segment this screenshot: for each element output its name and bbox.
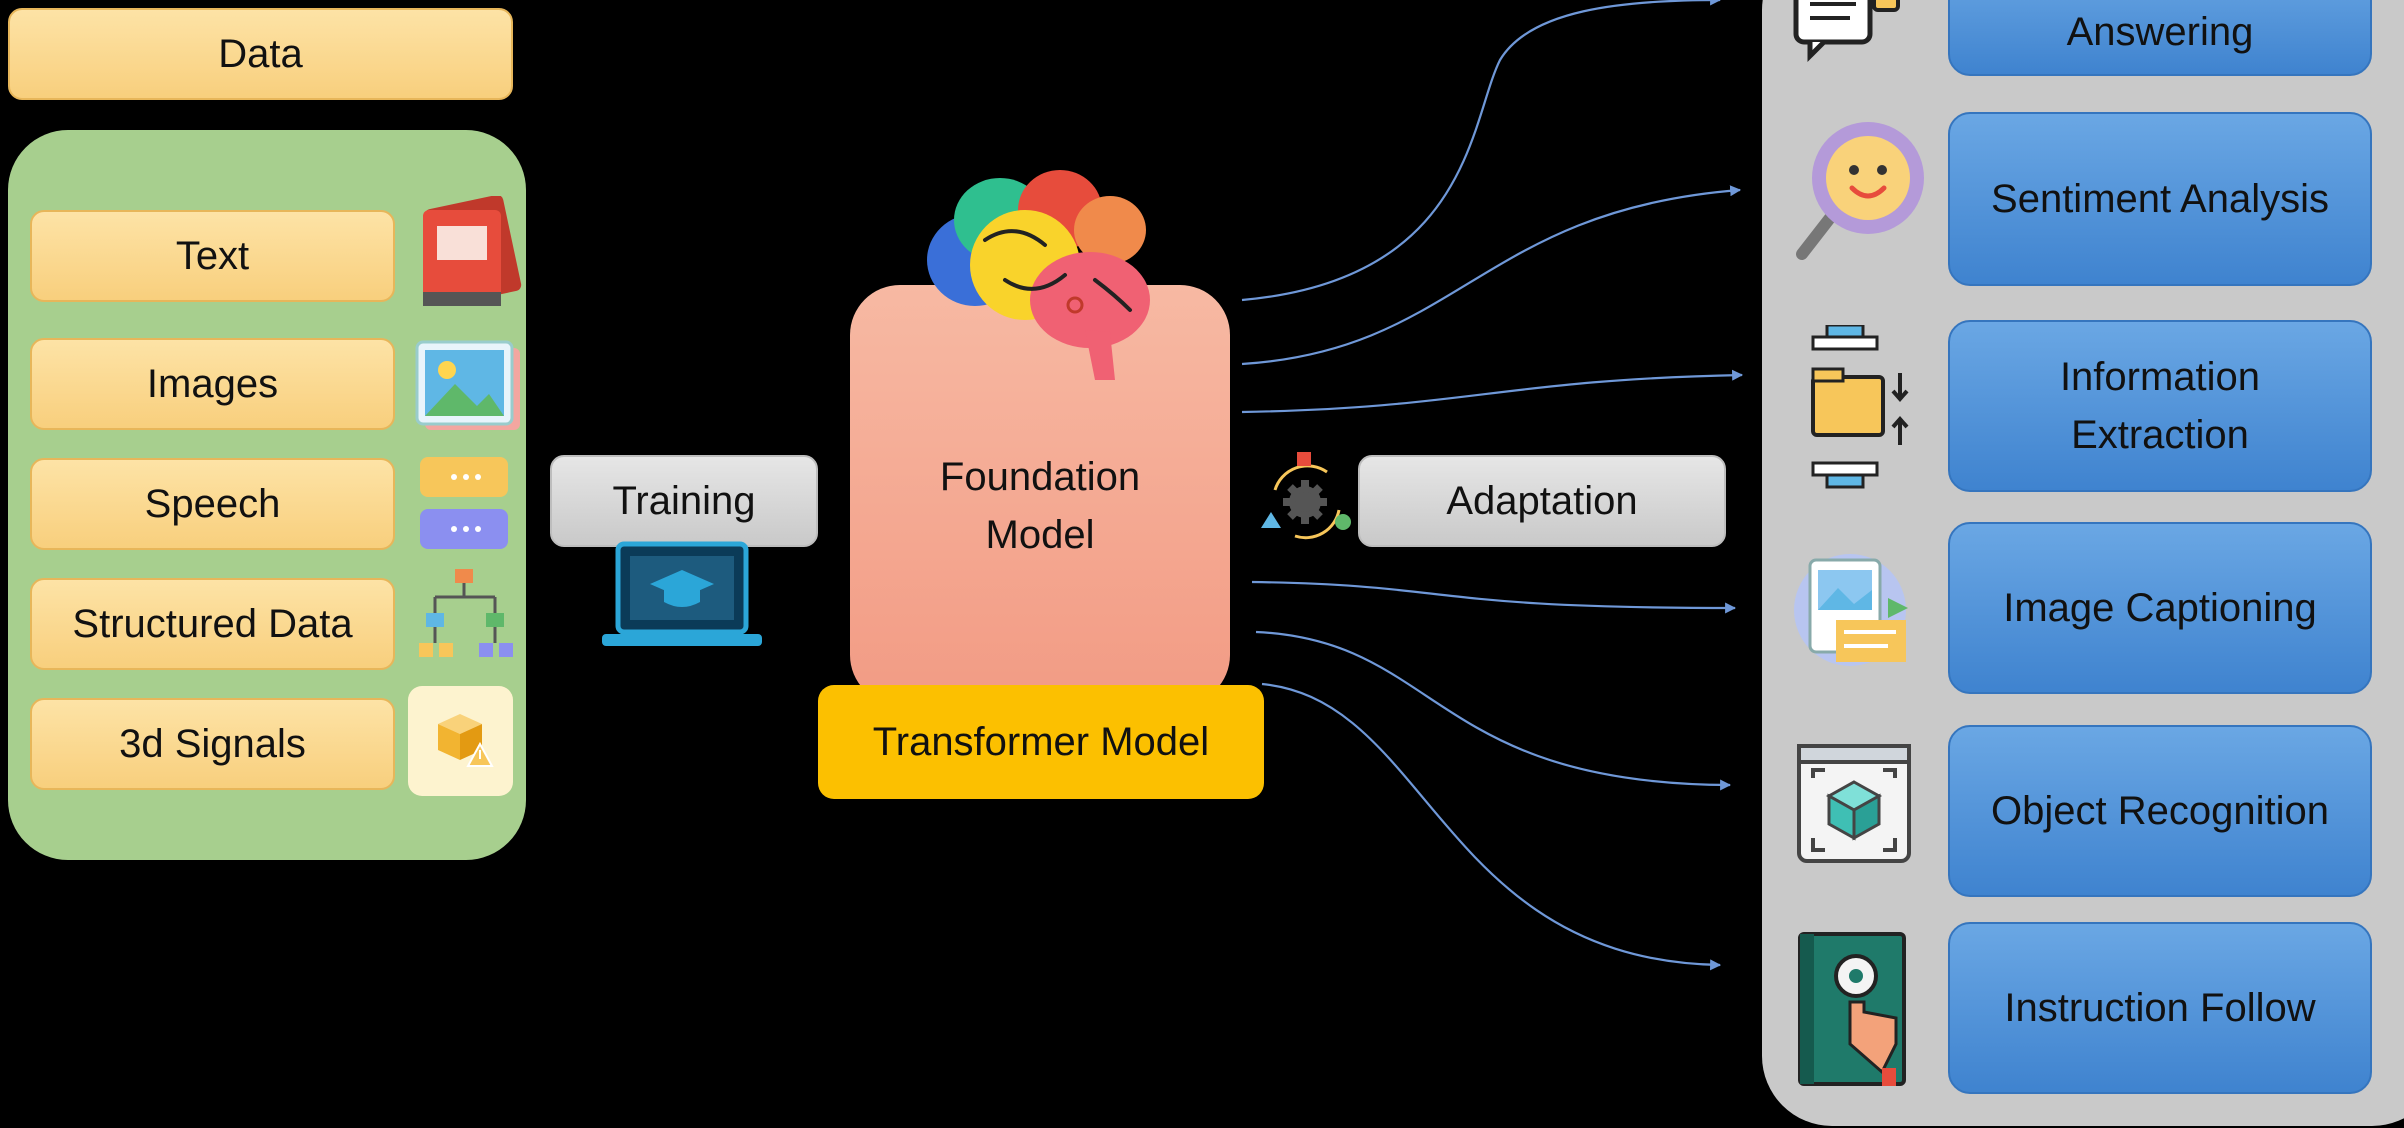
magnifier-smiley-icon — [1790, 118, 1930, 263]
data-header: Data — [8, 8, 513, 100]
foundation-model-label: Foundation Model — [939, 455, 1141, 557]
task-object-recognition: Object Recognition — [1948, 725, 2372, 897]
cube-warning-icon — [408, 686, 513, 796]
cube-scan-icon — [1795, 742, 1915, 867]
task-answering: Answering — [1948, 0, 2372, 76]
data-item-images: Images — [30, 338, 395, 430]
book-gear-hand-icon — [1798, 932, 1908, 1092]
task-instruction-follow: Instruction Follow — [1948, 922, 2372, 1094]
foundation-model-block — [850, 285, 1230, 705]
image-icon — [415, 340, 525, 435]
task-information-extraction: Information Extraction — [1948, 320, 2372, 492]
task-sentiment-analysis: Sentiment Analysis — [1948, 112, 2372, 286]
folder-compress-icon — [1805, 325, 1925, 495]
task-image-captioning: Image Captioning — [1948, 522, 2372, 694]
hierarchy-icon — [415, 565, 515, 665]
transformer-model-label: Transformer Model — [818, 685, 1264, 799]
book-icon — [415, 196, 525, 311]
image-caption-icon — [1792, 540, 1922, 680]
data-item-structured-data: Structured Data — [30, 578, 395, 670]
data-item-speech: Speech — [30, 458, 395, 550]
data-item-text: Text — [30, 210, 395, 302]
chat-bubbles-icon — [418, 455, 513, 555]
adaptation-label: Adaptation — [1358, 455, 1726, 547]
gear-cycle-icon — [1255, 450, 1355, 550]
training-label: Training — [550, 455, 818, 547]
brain-icon — [915, 160, 1165, 390]
laptop-graduation-cap-icon — [602, 540, 762, 655]
chat-document-icon — [1790, 0, 1910, 65]
data-item-3d-signals: 3d Signals — [30, 698, 395, 790]
